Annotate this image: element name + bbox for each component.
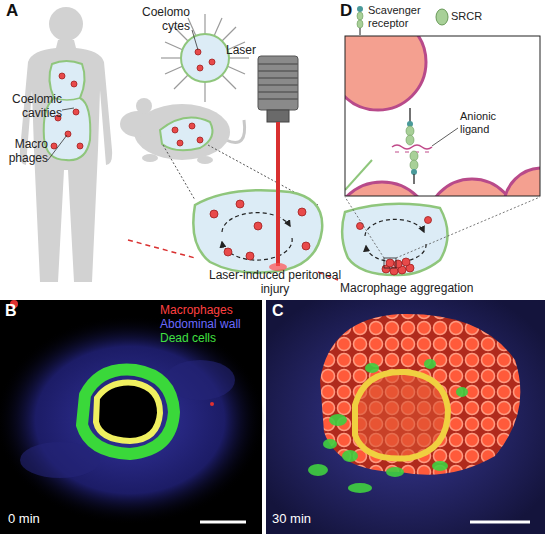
part-label: Laser [226,44,256,58]
legend-text: Abdominal wall [160,317,241,331]
panel-letter: A [6,1,18,21]
legend-text: Macrophages [160,303,233,317]
time-label: 30 min [272,512,311,527]
part-label: Anionic ligand [460,110,520,135]
micrograph-0min [0,300,265,534]
panel-letter: D [340,1,352,21]
legend-color: Macrophages [160,303,233,317]
leader-line [62,108,74,110]
scale-bar [470,521,530,524]
part-label: Laser-induced peritoneal injury [205,269,345,297]
part-label: Macro phages [0,138,48,166]
receptor-icon [357,6,363,35]
srcr-symbol [436,9,448,25]
legend: MacrophagesAbdominal wallDead cells [160,303,241,345]
aggregation-cavity [342,197,540,275]
legend-label: SRCR [451,10,482,23]
legend-row: Abdominal wall [160,317,241,331]
micrograph-30min [266,300,545,534]
laser-beam [276,122,280,266]
time-label: 0 min [8,512,40,527]
part-label: Macrophage aggregation [340,282,473,296]
legend-row: Macrophages [160,303,241,317]
legend-color: Abdominal wall [160,317,241,331]
leader-line [48,135,67,160]
legend-color: Dead cells [160,331,216,345]
legend-label: Scavenger receptor [368,4,438,29]
laser-device [258,56,298,122]
part-label: Coelomo cytes [136,6,190,34]
part-label: Coelomic cavities [0,93,62,121]
peritoneal-cavity [128,122,338,280]
scale-bar [200,521,246,524]
panel-letter: B [5,302,17,320]
human-head [49,7,83,41]
legend-text: Dead cells [160,331,216,345]
panel-letter: C [272,302,284,320]
receptor-inset [330,14,545,282]
legend-row: Dead cells [160,331,241,345]
mouse [120,98,318,205]
